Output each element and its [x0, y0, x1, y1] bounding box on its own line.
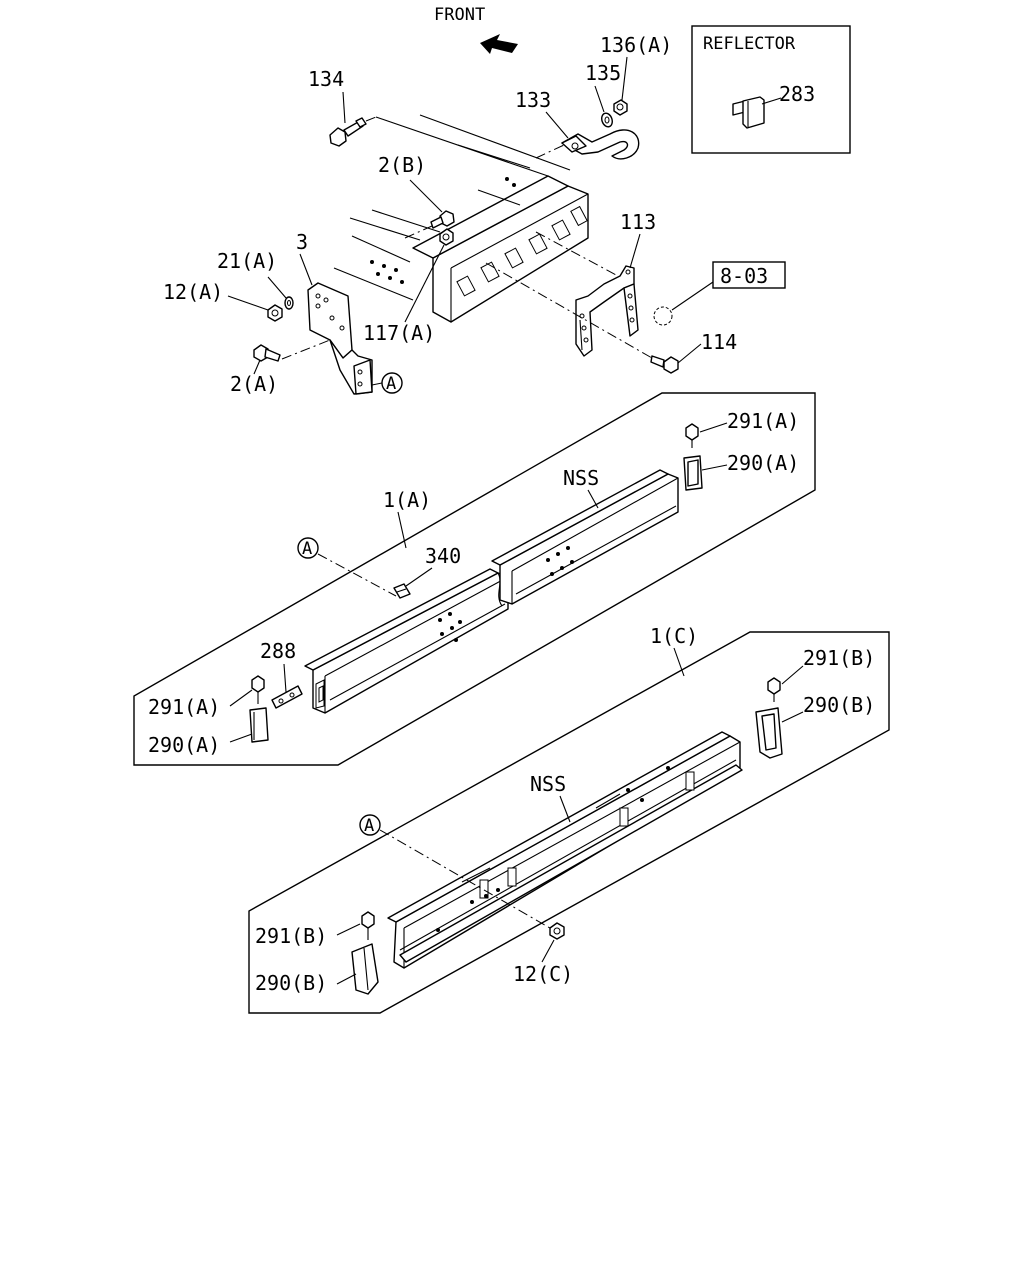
front-label: FRONT: [434, 5, 485, 25]
part-label-136a: 136(A): [600, 33, 672, 57]
part-label-133: 133: [515, 88, 551, 112]
svg-text:A: A: [302, 539, 312, 559]
nut-12a-icon: [267, 304, 283, 322]
part-label-1c: 1(C): [650, 624, 698, 648]
part-label-114: 114: [701, 330, 737, 354]
part-label-2b: 2(B): [378, 153, 426, 177]
part-label-290a-top: 290(A): [727, 451, 799, 475]
reflector-290b-bottom-icon: [351, 943, 379, 995]
part-label-291a-top: 291(A): [727, 409, 799, 433]
reference-8-03-box: 8-03: [712, 261, 786, 289]
nut-136a-icon: [613, 99, 628, 116]
clip-291a-bottom-icon: [251, 675, 265, 704]
part-label-1a: 1(A): [383, 488, 431, 512]
reflector-title: REFLECTOR: [703, 34, 796, 54]
rear-crossmember: [333, 114, 589, 323]
part-label-113: 113: [620, 210, 656, 234]
bolt-2a-icon: [253, 344, 281, 362]
nut-117a-icon: [439, 228, 454, 246]
washer-21a-icon: [284, 296, 294, 310]
svg-text:A: A: [386, 374, 396, 394]
part-label-290b-top: 290(B): [803, 693, 875, 717]
part-label-291b-bottom: 291(B): [255, 924, 327, 948]
part-label-117a: 117(A): [363, 321, 435, 345]
circle-ref-a-top: A: [381, 372, 403, 394]
part-label-135: 135: [585, 61, 621, 85]
circle-ref-a-bottom: A: [359, 814, 381, 836]
side-rail-1c: [387, 731, 743, 969]
nss-label-1a: NSS: [563, 466, 599, 490]
bolt-2b-icon: [430, 210, 455, 229]
reflector-290b-top-icon: [755, 707, 783, 759]
part-label-12c: 12(C): [513, 962, 573, 986]
bolt-134-icon: [329, 117, 367, 147]
part-label-288: 288: [260, 639, 296, 663]
pin-340-icon: [393, 583, 411, 599]
side-rail-1a: [304, 469, 679, 714]
part-label-283: 283: [779, 82, 815, 106]
part-label-134: 134: [308, 67, 344, 91]
nss-label-1c: NSS: [530, 772, 566, 796]
part-label-291b-top: 291(B): [803, 646, 875, 670]
bracket-3-icon: [307, 282, 373, 395]
panel-side-rail-1a: [133, 392, 816, 766]
front-arrow-icon: [480, 34, 518, 54]
panel-side-rail-1c: [248, 631, 890, 1014]
plate-288-icon: [271, 685, 303, 709]
part-label-290a-bottom: 290(A): [148, 733, 220, 757]
svg-text:A: A: [364, 816, 374, 836]
bolt-114-icon: [650, 355, 679, 374]
clip-291a-top-icon: [685, 423, 699, 448]
clip-291b-bottom-icon: [361, 911, 375, 940]
washer-135-icon: [601, 112, 613, 128]
circle-ref-a-mid: A: [297, 537, 319, 559]
reflector-290a-top-icon: [683, 455, 703, 491]
tow-hook-133-icon: [561, 129, 640, 160]
part-label-290b-bottom: 290(B): [255, 971, 327, 995]
reflector-290a-bottom-icon: [249, 707, 269, 743]
clip-291b-top-icon: [767, 677, 781, 702]
svg-text:8-03: 8-03: [720, 264, 768, 288]
reflector-icon: [732, 96, 765, 129]
part-label-12a: 12(A): [163, 280, 223, 304]
part-label-2a: 2(A): [230, 372, 278, 396]
part-label-340: 340: [425, 544, 461, 568]
part-label-21a: 21(A): [217, 249, 277, 273]
bracket-113-icon: [575, 265, 639, 357]
grommet-icon: [653, 306, 673, 326]
part-label-291a-bottom: 291(A): [148, 695, 220, 719]
reflector-box: REFLECTOR 283: [691, 25, 851, 154]
nut-12c-icon: [549, 922, 565, 940]
part-label-3: 3: [296, 230, 308, 254]
